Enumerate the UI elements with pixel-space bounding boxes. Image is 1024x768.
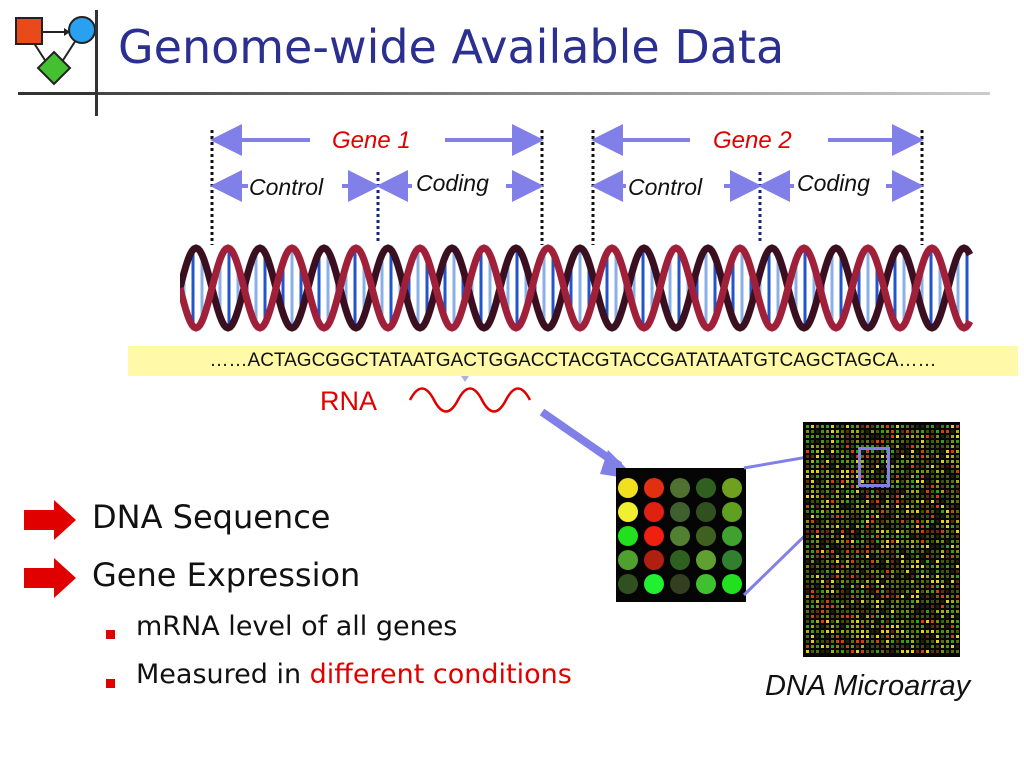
gene-annotation-diagram [210,124,924,245]
square-bullet-icon [106,679,115,688]
dna-sequence: ……ACTAGCGGCTATAATGACTGGACCTACGTACCGATATA… [128,346,1018,376]
subbullet-conditions-prefix: Measured in [136,659,310,690]
title-underline [98,92,990,95]
dna-microarray-image [803,422,960,657]
gene1-label: Gene 1 [332,127,411,154]
subbullet-conditions-highlight: different conditions [309,659,572,690]
bullet-gene-expression: Gene Expression [92,556,361,594]
gene1-control-label: Control [249,174,324,200]
red-arrow-icon [24,558,76,598]
gene1-coding-label: Coding [416,170,489,196]
square-bullet-icon [106,630,115,639]
page-title: Genome-wide Available Data [118,20,785,74]
microarray-zoom-box [858,447,890,487]
title-vertical-rule [95,10,98,116]
gene2-control-label: Control [628,174,703,200]
bullet-dna-sequence: DNA Sequence [92,498,331,536]
microarray-zoom-image [616,468,746,602]
rna-wave-icon [408,376,532,413]
subbullet-mrna: mRNA level of all genes [136,611,458,642]
gene2-coding-label: Coding [797,170,870,196]
microarray-caption: DNA Microarray [765,670,971,702]
rna-label: RNA [320,386,378,416]
gene2-label: Gene 2 [713,127,792,154]
subbullet-conditions: Measured in different conditions [136,659,572,690]
red-arrow-icon [24,500,76,540]
logo-icon [15,16,96,86]
dna-helix-image [180,244,974,332]
title-horizontal-rule [18,92,98,95]
